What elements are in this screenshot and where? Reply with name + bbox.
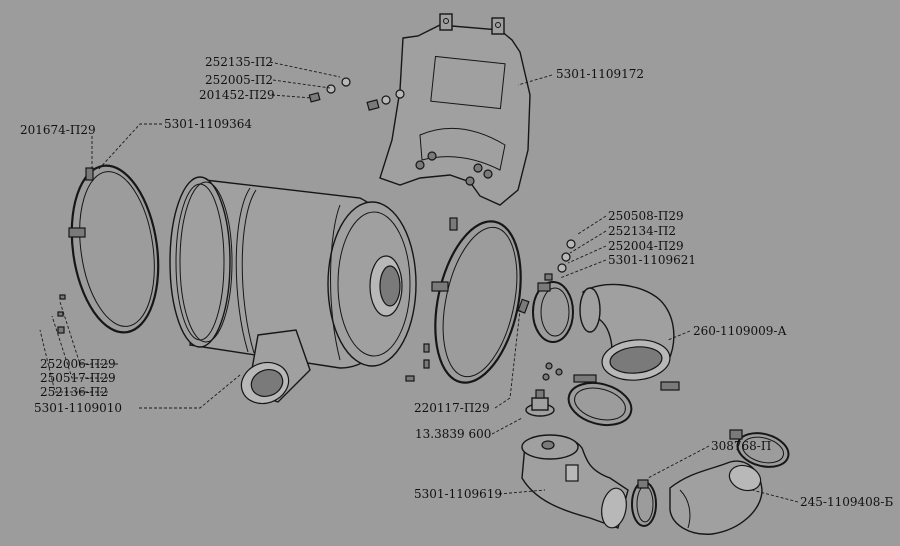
label-5301-1109172: 5301-1109172 xyxy=(556,67,644,81)
filter-housing xyxy=(169,176,417,405)
mounting-bracket xyxy=(379,13,531,206)
label-250517: 250517-П29 xyxy=(40,371,116,385)
label-252134: 252134-П2 xyxy=(608,224,676,238)
middle-hose-clamp xyxy=(542,362,680,427)
leader-lines xyxy=(39,61,799,503)
label-252006: 252006-П29 xyxy=(40,357,116,371)
right-clamp-band xyxy=(431,220,522,384)
label-201674: 201674-П29 xyxy=(20,123,96,137)
label-201452: 201452-П29 xyxy=(199,88,275,102)
label-13-3839: 13.3839 600 xyxy=(415,427,491,441)
restriction-sensor xyxy=(525,389,555,417)
label-245-1109408: 245-1109408-Б xyxy=(800,495,893,509)
label-252135: 252135-П2 xyxy=(205,55,273,69)
label-5301-1109010: 5301-1109010 xyxy=(34,401,122,415)
label-5301-1109621: 5301-1109621 xyxy=(608,253,696,267)
intake-pipe xyxy=(521,434,629,529)
label-252005: 252005-П2 xyxy=(205,73,273,87)
label-252004: 252004-П29 xyxy=(608,239,684,253)
bracket-fasteners xyxy=(308,77,405,111)
right-fasteners xyxy=(517,239,576,314)
part-labels: 252135-П2 252005-П2 201452-П29 201674-П2… xyxy=(20,55,893,509)
lower-hose-clamps xyxy=(631,429,790,527)
label-5301-1109619: 5301-1109619 xyxy=(414,487,502,501)
label-260-1109009: 260-1109009-А xyxy=(693,324,787,338)
elbow-hose-upper xyxy=(579,283,675,381)
label-252136: 252136-П2 xyxy=(40,385,108,399)
small-hose-clamp xyxy=(532,281,574,343)
label-5301-1109364: 5301-1109364 xyxy=(164,117,252,131)
label-250508: 250508-П29 xyxy=(608,209,684,223)
elbow-hose-lower xyxy=(669,460,763,535)
label-308768: 308768-П xyxy=(711,439,771,453)
label-220117: 220117-П29 xyxy=(414,401,490,415)
left-clamp-band xyxy=(68,164,160,334)
housing-studs xyxy=(57,217,458,382)
